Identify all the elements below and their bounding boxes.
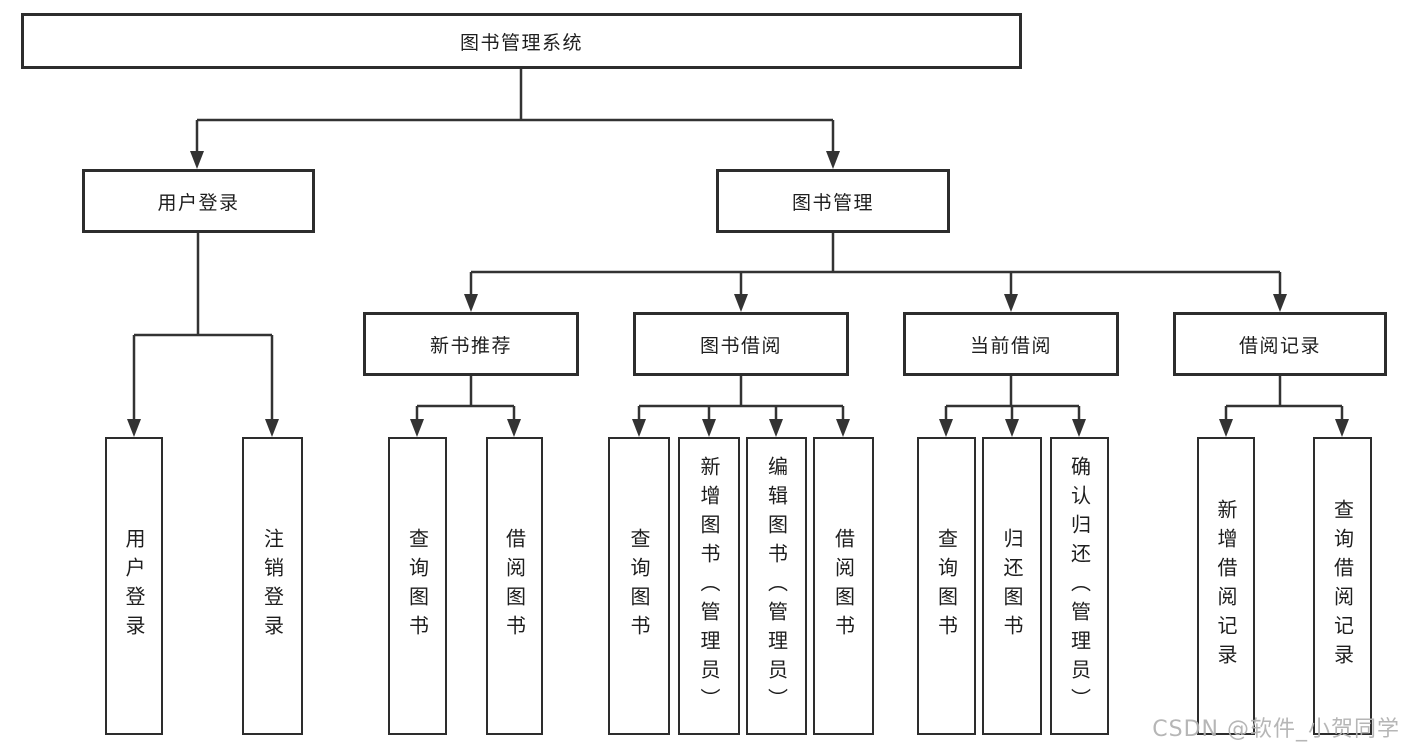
node-label: 查询图书 — [934, 528, 959, 644]
node-book-management: 图书管理 — [716, 169, 950, 233]
node-leaf-query-books-borrow: 查询图书 — [608, 437, 670, 735]
node-label: 借阅图书 — [502, 528, 527, 644]
node-label: 新增图书（管理员） — [697, 455, 721, 717]
node-label: 新增借阅记录 — [1214, 499, 1238, 673]
node-label: 图书管理 — [791, 191, 874, 214]
node-label: 确认归还（管理员） — [1067, 455, 1092, 717]
node-label: 当前借阅 — [969, 334, 1052, 357]
node-label: 查询借阅记录 — [1330, 499, 1355, 673]
node-leaf-logout: 注销登录 — [242, 437, 303, 735]
node-leaf-confirm-return-admin: 确认归还（管理员） — [1050, 437, 1109, 735]
node-leaf-add-books-admin: 新增图书（管理员） — [678, 437, 740, 735]
node-leaf-return-books: 归还图书 — [982, 437, 1042, 735]
node-label: 新书推荐 — [429, 334, 512, 357]
node-leaf-query-books-recommend: 查询图书 — [388, 437, 447, 735]
node-label: 借阅图书 — [831, 528, 856, 644]
node-current-borrowing: 当前借阅 — [903, 312, 1119, 376]
node-leaf-edit-books-admin: 编辑图书（管理员） — [746, 437, 807, 735]
node-leaf-borrow-books: 借阅图书 — [813, 437, 874, 735]
csdn-watermark: CSDN @软件_小贺同学 — [1152, 717, 1400, 742]
node-label: 注销登录 — [260, 528, 285, 644]
node-label: 查询图书 — [627, 528, 651, 644]
node-new-book-recommendation: 新书推荐 — [363, 312, 579, 376]
node-label: 编辑图书（管理员） — [764, 455, 789, 717]
node-leaf-borrow-books-recommend: 借阅图书 — [486, 437, 543, 735]
node-label: 用户登录 — [157, 191, 240, 214]
node-label: 图书借阅 — [699, 334, 782, 357]
node-leaf-add-borrow-record: 新增借阅记录 — [1197, 437, 1255, 735]
node-label: 用户登录 — [122, 528, 146, 644]
node-label: 查询图书 — [405, 528, 430, 644]
node-label: 借阅记录 — [1238, 334, 1321, 357]
node-leaf-query-books-current: 查询图书 — [917, 437, 976, 735]
node-leaf-user-login: 用户登录 — [105, 437, 163, 735]
node-book-borrowing: 图书借阅 — [633, 312, 849, 376]
node-borrowing-records: 借阅记录 — [1173, 312, 1387, 376]
node-label: 图书管理系统 — [459, 31, 583, 54]
node-library-management-system: 图书管理系统 — [21, 13, 1022, 69]
node-leaf-query-borrow-records: 查询借阅记录 — [1313, 437, 1372, 735]
node-user-login: 用户登录 — [82, 169, 315, 233]
node-label: 归还图书 — [1000, 528, 1024, 644]
